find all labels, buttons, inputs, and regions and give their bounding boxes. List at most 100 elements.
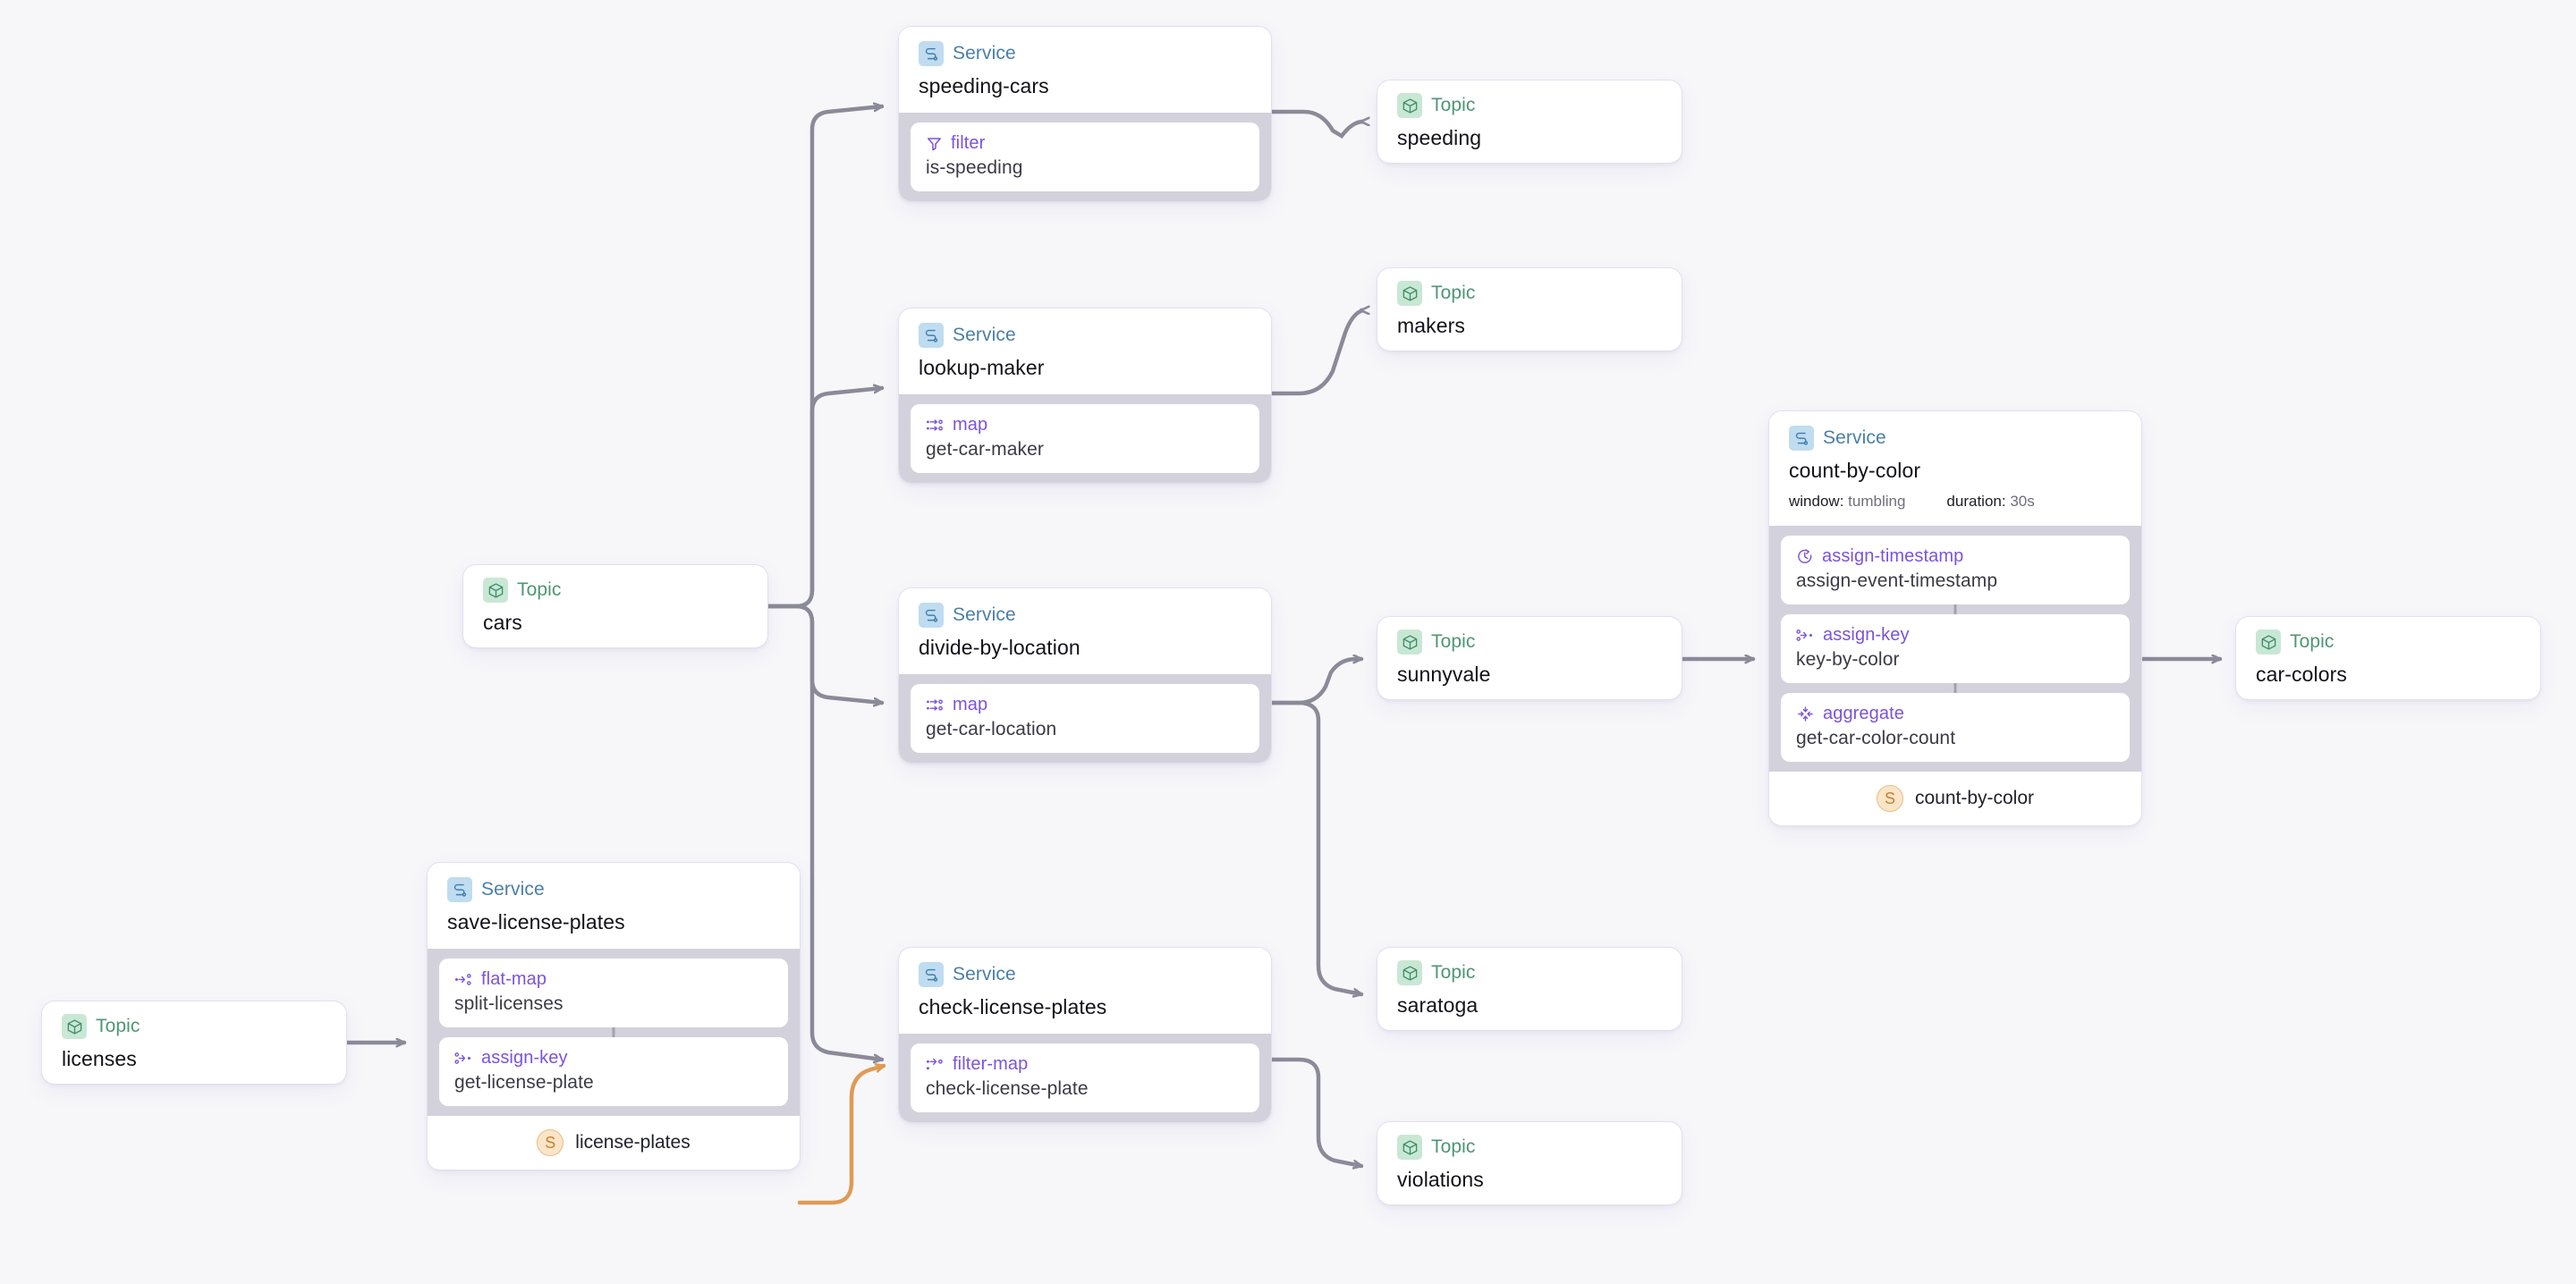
operator-type-label: assign-key xyxy=(481,1048,568,1069)
topic-cube-icon xyxy=(1397,960,1422,986)
node-title: sunnyvale xyxy=(1397,663,1491,687)
node-topic-makers[interactable]: Topic makers xyxy=(1377,268,1682,351)
node-type-row: Topic xyxy=(1397,629,1662,655)
service-state-footer[interactable]: S license-plates xyxy=(428,1116,800,1170)
service-header: Service lookup-maker xyxy=(899,308,1271,395)
node-type-label: Service xyxy=(953,325,1016,345)
node-type-row: Topic xyxy=(483,578,748,604)
service-window-meta: window: tumbling duration: 30s xyxy=(1789,493,2122,511)
node-type-label: Topic xyxy=(96,1016,140,1037)
operator-name: get-car-color-count xyxy=(1796,728,1956,749)
node-service-speeding-cars[interactable]: Service speeding-cars filter is-speeding xyxy=(899,27,1271,202)
operator-type-label: aggregate xyxy=(1823,704,1904,724)
operator-type-row: map xyxy=(926,415,1244,435)
operator-assign-key[interactable]: assign-key get-license-plate xyxy=(439,1027,788,1107)
node-topic-violations[interactable]: Topic violations xyxy=(1377,1122,1682,1204)
operator-filter[interactable]: filter is-speeding xyxy=(911,122,1259,192)
state-badge-icon: S xyxy=(1876,785,1903,813)
node-topic-licenses[interactable]: Topic licenses xyxy=(42,1001,346,1084)
node-type-label: Service xyxy=(953,604,1016,625)
operator-map[interactable]: map get-car-location xyxy=(911,684,1259,754)
node-title: licenses xyxy=(62,1047,137,1071)
node-title: violations xyxy=(1397,1168,1484,1192)
service-pipeline-icon xyxy=(919,323,944,348)
filter-icon xyxy=(926,135,943,152)
operator-type-row: flat-map xyxy=(454,969,773,990)
node-type-row: Service xyxy=(919,41,1251,66)
node-type-label: Topic xyxy=(1431,631,1476,653)
operator-assign-key[interactable]: assign-key key-by-color xyxy=(1781,604,2130,684)
node-topic-sunnyvale[interactable]: Topic sunnyvale xyxy=(1377,617,1682,699)
node-type-label: Topic xyxy=(2290,631,2334,653)
operator-type-label: assign-key xyxy=(1823,625,1910,646)
operator-assign-timestamp[interactable]: assign-timestamp assign-event-timestamp xyxy=(1781,536,2130,605)
node-service-check-license-plates[interactable]: Service check-license-plates xyxy=(899,948,1271,1123)
node-type-label: Topic xyxy=(517,579,562,601)
map-icon xyxy=(926,417,945,434)
operator-type-row: filter-map xyxy=(926,1054,1244,1075)
map-icon xyxy=(926,697,945,714)
node-type-row: Service xyxy=(919,603,1251,628)
operator-tray: filter-map check-license-plate xyxy=(899,1034,1271,1123)
service-pipeline-icon xyxy=(1789,426,1814,451)
operator-connector xyxy=(1953,604,1957,615)
service-header: Service divide-by-location xyxy=(899,588,1271,675)
service-pipeline-icon xyxy=(919,603,944,628)
node-title: speeding-cars xyxy=(919,74,1049,97)
operator-filter-map[interactable]: filter-map check-license-plate xyxy=(911,1043,1259,1113)
topic-cube-icon xyxy=(1397,629,1422,655)
node-type-label: Service xyxy=(953,964,1016,984)
assign-timestamp-icon xyxy=(1796,548,1814,565)
node-title: speeding xyxy=(1397,126,1482,150)
service-pipeline-icon xyxy=(919,41,944,66)
operator-tray: map get-car-maker xyxy=(899,394,1271,484)
node-type-label: Topic xyxy=(1431,283,1476,304)
duration-value: 30s xyxy=(2010,493,2035,511)
service-header: Service count-by-color window: tumbling … xyxy=(1769,411,2141,527)
node-title: cars xyxy=(483,611,522,635)
operator-map[interactable]: map get-car-maker xyxy=(911,404,1259,474)
state-badge-icon: S xyxy=(537,1129,564,1157)
aggregate-icon xyxy=(1796,705,1815,722)
topic-cube-icon xyxy=(2256,629,2281,655)
topic-cube-icon xyxy=(483,578,508,604)
service-pipeline-icon xyxy=(447,877,472,902)
operator-type-row: map xyxy=(926,695,1244,715)
filter-map-icon xyxy=(926,1056,945,1073)
node-topic-car-colors[interactable]: Topic car-colors xyxy=(2236,617,2540,699)
service-state-footer[interactable]: S count-by-color xyxy=(1769,772,2141,826)
node-type-row: Topic xyxy=(62,1014,326,1040)
node-topic-saratoga[interactable]: Topic saratoga xyxy=(1377,948,1682,1030)
node-type-label: Service xyxy=(1823,427,1886,448)
operator-type-row: assign-timestamp xyxy=(1796,546,2114,567)
operator-type-label: flat-map xyxy=(481,969,547,990)
operator-type-row: assign-key xyxy=(454,1048,773,1069)
node-type-row: Topic xyxy=(1397,1135,1662,1161)
operator-tray: assign-timestamp assign-event-timestamp xyxy=(1769,526,2141,773)
window-value: tumbling xyxy=(1848,493,1906,511)
operator-flat-map[interactable]: flat-map split-licenses xyxy=(439,959,788,1028)
operator-type-label: filter-map xyxy=(953,1054,1029,1075)
node-type-row: Topic xyxy=(1397,281,1662,307)
node-topic-cars[interactable]: Topic cars xyxy=(463,565,767,647)
node-topic-speeding[interactable]: Topic speeding xyxy=(1377,80,1682,163)
operator-tray: flat-map split-licenses xyxy=(428,949,800,1117)
node-title: save-license-plates xyxy=(447,910,625,933)
node-title: lookup-maker xyxy=(919,356,1045,379)
node-type-row: Service xyxy=(447,877,780,902)
node-service-lookup-maker[interactable]: Service lookup-maker xyxy=(899,308,1271,484)
node-service-save-license-plates[interactable]: Service save-license-plates xyxy=(428,863,800,1170)
node-title: makers xyxy=(1397,314,1466,338)
node-service-divide-by-location[interactable]: Service divide-by-location xyxy=(899,588,1271,764)
topic-cube-icon xyxy=(1397,1135,1422,1161)
state-name: count-by-color xyxy=(1914,788,2035,809)
flat-map-icon xyxy=(454,971,473,988)
node-service-count-by-color[interactable]: Service count-by-color window: tumbling … xyxy=(1769,411,2141,826)
operator-name: get-car-maker xyxy=(926,439,1044,460)
operator-aggregate[interactable]: aggregate get-car-color-count xyxy=(1781,683,2130,763)
operator-type-row: aggregate xyxy=(1796,704,2114,724)
operator-type-row: filter xyxy=(926,133,1244,154)
node-title: count-by-color xyxy=(1789,459,1921,482)
